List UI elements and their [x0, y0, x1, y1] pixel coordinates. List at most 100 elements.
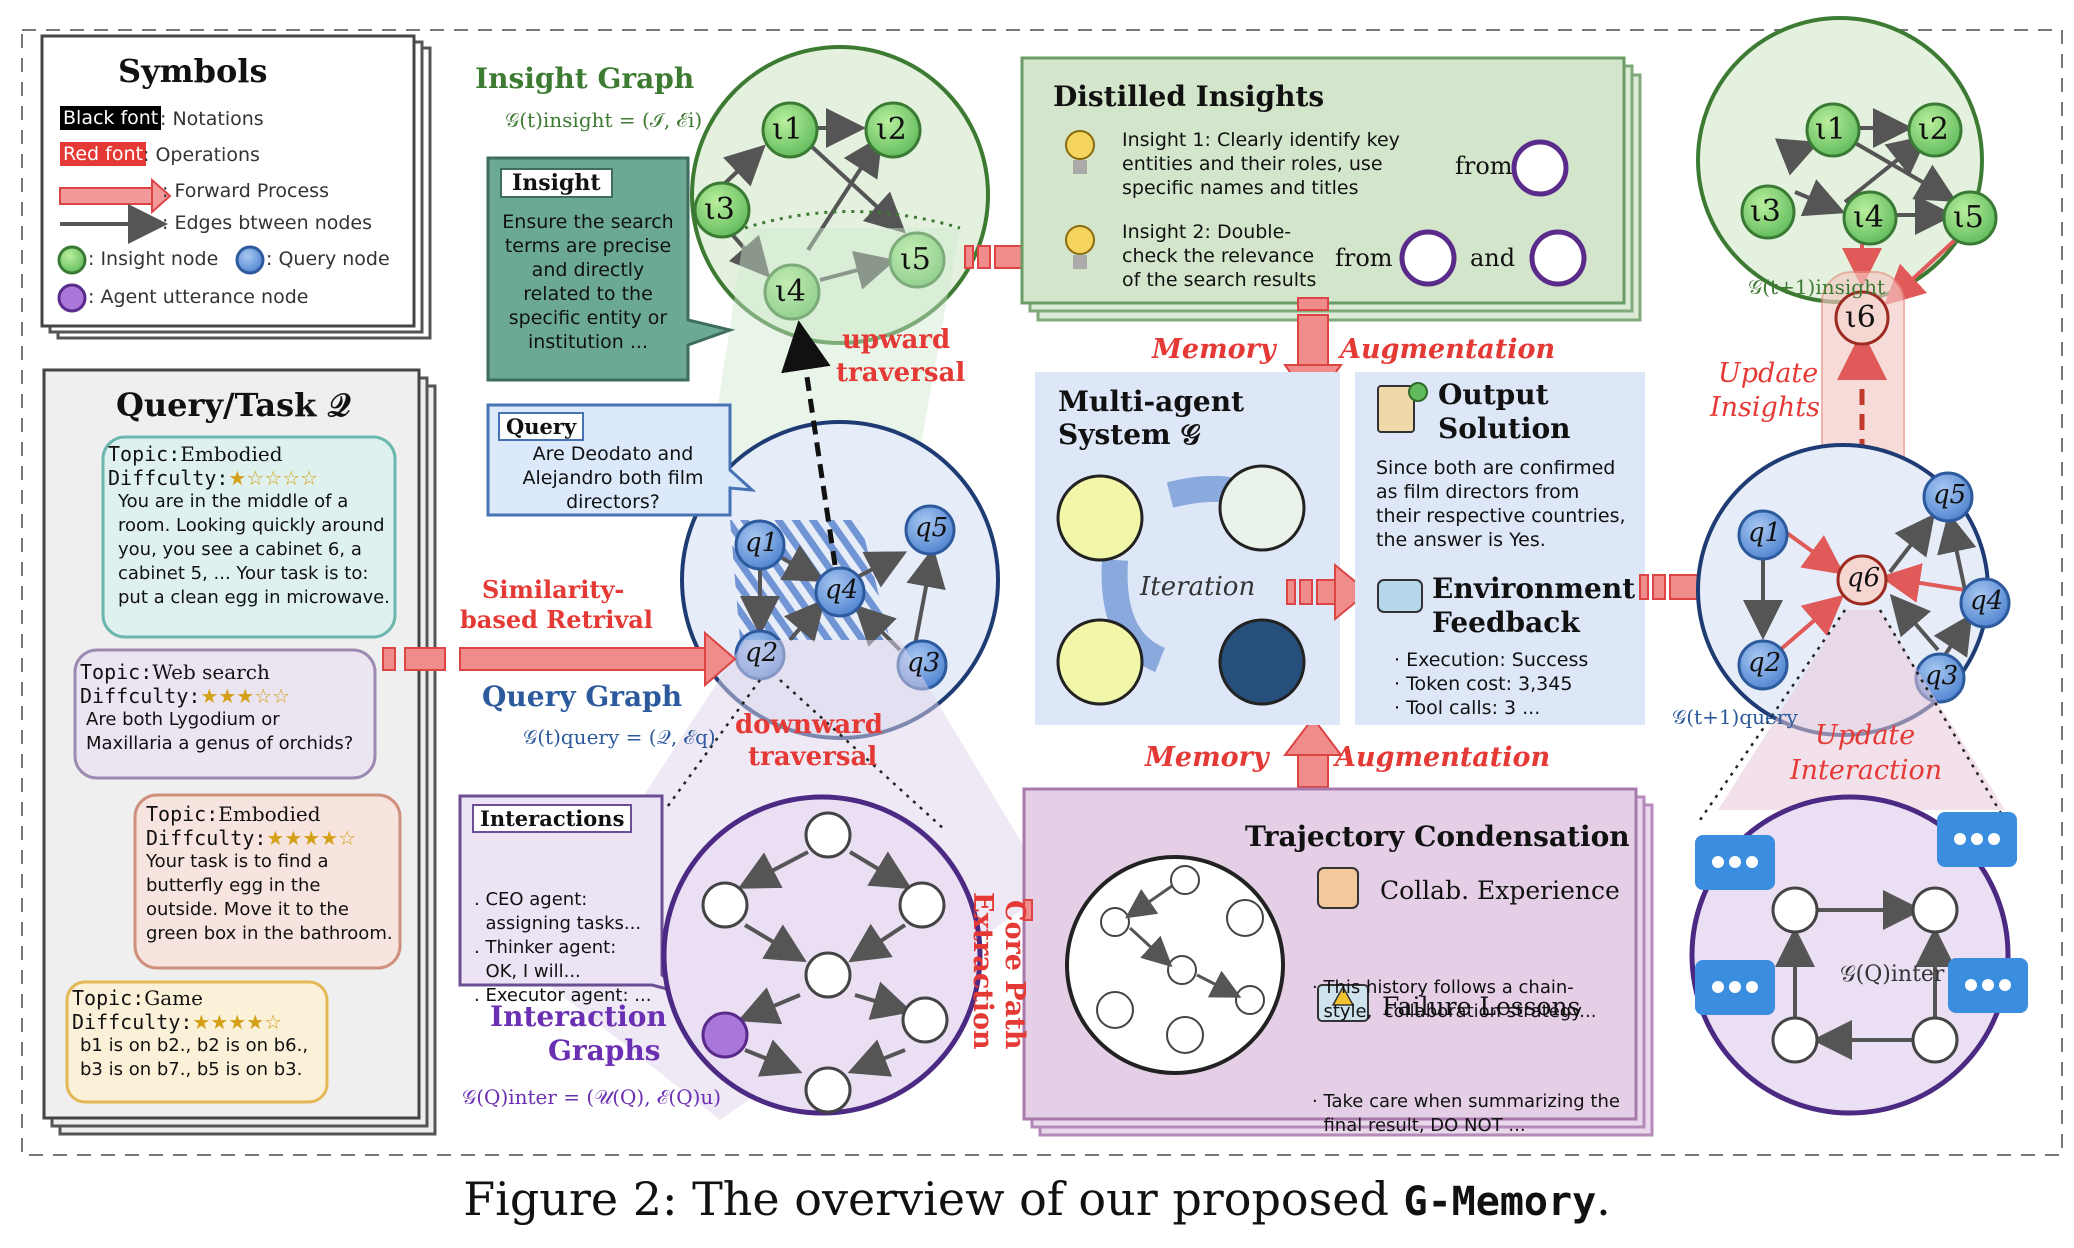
similarity-label-2: based Retrival: [460, 605, 653, 634]
insight-node-desc: : Insight node: [88, 248, 219, 270]
node-q3-label: q3: [907, 648, 941, 678]
right-query-formula: 𝒢(t+1)query: [1672, 705, 1798, 729]
node-q6: [1836, 554, 1888, 606]
insight-graph-formula: 𝒢(t)insight = (ℐ, ℰi): [505, 108, 703, 132]
node-q5: [904, 504, 956, 556]
mas-title-2: System 𝒢: [1058, 418, 1201, 451]
agent-node: [1911, 1016, 1959, 1064]
node-i1-label: ι1: [772, 112, 803, 147]
check-icon: [1408, 382, 1428, 402]
node-q2-label: q2: [745, 638, 779, 668]
task-card-4: [65, 980, 329, 1104]
downward-label-1: downward: [735, 710, 883, 740]
node-q1: [1737, 509, 1789, 561]
env-title-1: Environment: [1432, 572, 1636, 605]
node-i3: [693, 181, 751, 239]
upward-label-1: upward: [842, 325, 951, 355]
distilled-box: [1020, 56, 1642, 322]
downward-label-2: traversal: [748, 742, 878, 772]
query-graph-title: Query Graph: [482, 680, 683, 713]
right-node-i6-label: ι6: [1845, 300, 1876, 335]
query-task-box: [42, 368, 437, 1136]
right-inter-circle: [1689, 794, 2028, 1116]
node-q4-label: q4: [825, 575, 859, 605]
trajectory-title: Trajectory Condensation: [1245, 820, 1630, 853]
collab-title: Collab. Experience: [1380, 876, 1620, 905]
agent-node: [804, 951, 852, 999]
insight-card: [486, 156, 736, 382]
memory-bottom-label-1: Memory: [1145, 742, 1269, 773]
task-card-2: [73, 648, 377, 780]
insight-graph-title: Insight Graph: [475, 62, 695, 95]
task-3: Topic:Embodied Diffculty:★★★★☆ Your task…: [146, 802, 393, 944]
right-inter-formula: 𝒢(Q)inter: [1840, 962, 1945, 987]
agent-penguin-node: [898, 881, 946, 929]
node-i2-label: ι2: [876, 112, 907, 147]
task-4: Topic:Game Diffculty:★★★★☆ b1 is on b2.,…: [72, 986, 309, 1080]
node-i4-label: ι4: [775, 274, 806, 309]
agent-purple-node: [701, 1011, 749, 1059]
symbols-box: [40, 34, 432, 340]
right-insight-formula: 𝒢(t+1)insight: [1748, 275, 1886, 299]
symbols-title: Symbols: [118, 52, 268, 90]
query-graph-formula: 𝒢(t)query = (𝒬, ℰq): [523, 725, 716, 749]
right-node-i5-label: ι5: [1953, 200, 1984, 235]
interaction-graphs-title-2: Graphs: [548, 1034, 661, 1067]
node-i4: [1842, 190, 1898, 246]
node-i3: [1740, 184, 1796, 240]
memory-top-label-1: Memory: [1152, 334, 1276, 365]
agent-avatar: [1056, 618, 1144, 706]
agent-node-icon: [57, 283, 87, 313]
agent-node-desc: : Agent utterance node: [88, 286, 309, 308]
insight-node-icon: [57, 245, 87, 275]
mas-output-arrow: [1286, 562, 1370, 622]
query-node-desc: : Query node: [266, 248, 390, 270]
mas-title-1: Multi-agent: [1058, 385, 1245, 418]
agent-avatar: [1511, 139, 1569, 197]
node-q2: [1737, 639, 1789, 691]
agent-avatar: [1218, 618, 1306, 706]
task-2: Topic:Web search Diffculty:★★★☆☆ Are bot…: [80, 660, 354, 754]
distilled-title: Distilled Insights: [1053, 80, 1325, 113]
agent-node: [1911, 886, 1959, 934]
node-i5-label: ι5: [900, 242, 931, 277]
agent-node: [701, 881, 749, 929]
agent-node: [804, 1066, 852, 1114]
clipboard-icon: [1377, 385, 1415, 433]
lightbulb-icon: [1065, 225, 1095, 255]
query-node-icon: [235, 245, 265, 275]
agent-node: [1771, 886, 1819, 934]
node-i1: [1805, 102, 1861, 158]
task-card-3: [133, 793, 402, 970]
agent-ceo-node: [804, 811, 852, 859]
from-label-1: from: [1455, 152, 1513, 180]
right-node-i3-label: ι3: [1750, 194, 1781, 229]
node-q1: [734, 519, 786, 571]
node-q4: [1959, 577, 2011, 629]
right-node-q5-label: q5: [1933, 480, 1967, 510]
upward-label-2: traversal: [836, 358, 966, 388]
black-font-tag: Black font: [60, 106, 162, 130]
failure-text: · Take care when summarizing the final r…: [1312, 1091, 1620, 1136]
agent-avatar: [1399, 229, 1457, 287]
agent-avatar: [1529, 229, 1587, 287]
core-path-arrow: [1023, 899, 1033, 921]
node-i5: [888, 231, 946, 289]
node-i4: [763, 263, 821, 321]
insight-card-tag: Insight: [500, 168, 613, 198]
thumbs-feedback-icon: [1377, 579, 1423, 613]
memory-top-label-2: Augmentation: [1340, 334, 1556, 365]
update-insights-label-2: Insights: [1710, 392, 1820, 423]
and-label: and: [1470, 244, 1516, 272]
red-font-desc: : Operations: [143, 144, 260, 166]
upward-arrow: [781, 320, 838, 566]
query-card-tag: Query: [498, 412, 585, 441]
interaction-graphs-formula: 𝒢(Q)inter = (𝒰(Q), ℰ(Q)u): [462, 1085, 722, 1109]
node-i6: [1834, 290, 1890, 346]
lightbulb-icon: [1065, 130, 1095, 160]
forward-desc: : Forward Process: [162, 180, 329, 202]
red-font-tag: Red font: [60, 142, 146, 166]
